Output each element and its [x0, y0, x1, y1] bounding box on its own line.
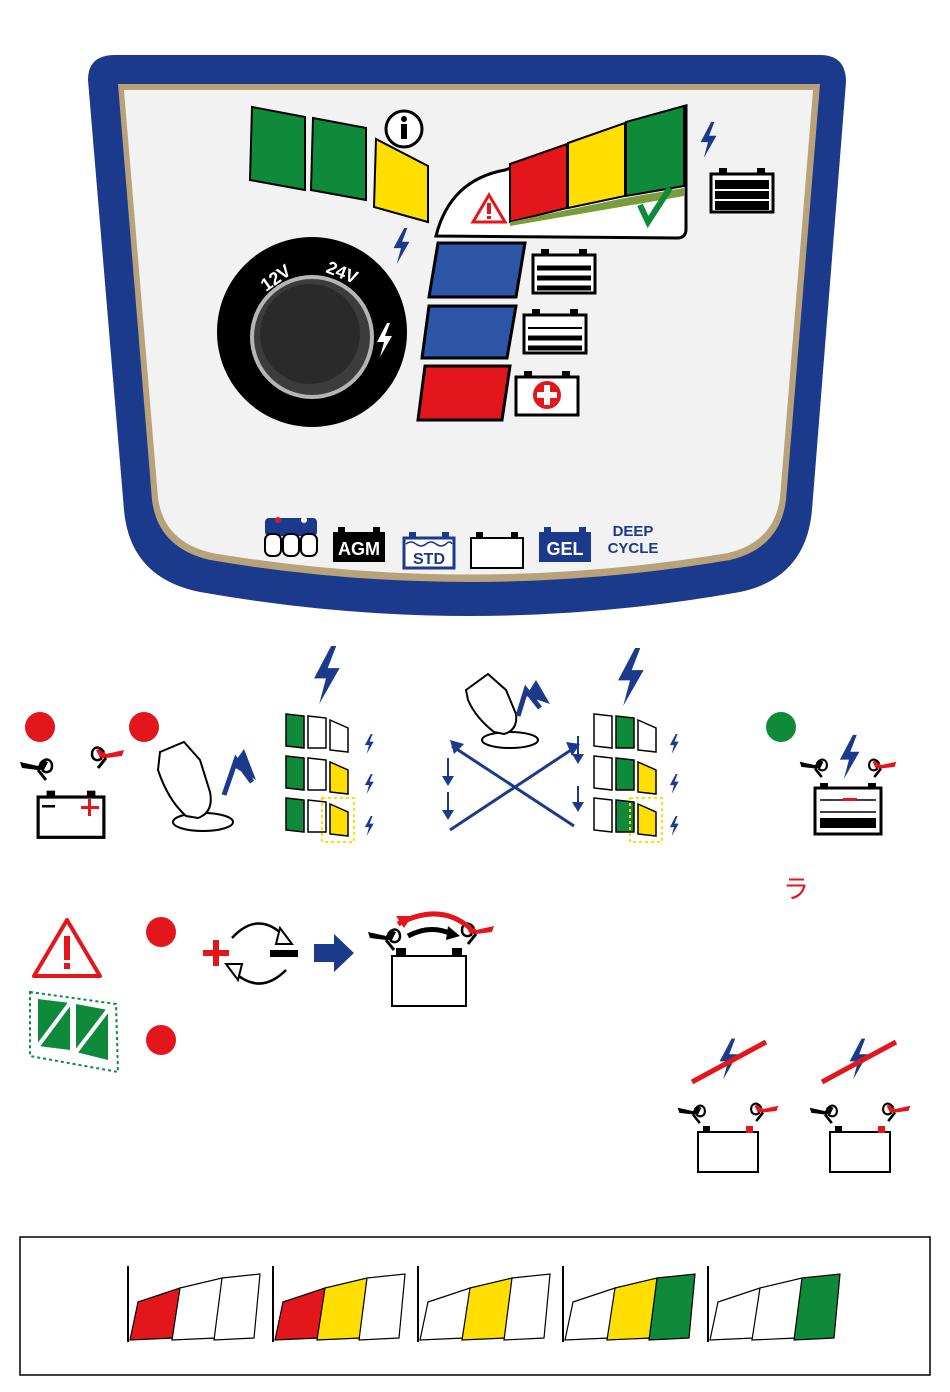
warning-reverse-polarity: [30, 914, 494, 1072]
clamp-black-icon: [20, 760, 52, 780]
step-connect: [20, 646, 374, 842]
battery-normal-icon: [533, 249, 595, 293]
agm-battery-icon: AGM: [333, 527, 385, 562]
legend-segment-white: [214, 1274, 260, 1340]
warning-triangle-icon: [34, 920, 100, 976]
cycle-arrows: [442, 736, 584, 830]
voltage-led-1: [250, 107, 305, 190]
clamp-red-icon: [869, 760, 896, 777]
legend-segment-white: [504, 1274, 550, 1340]
stray-glyph: ラ: [783, 875, 809, 905]
legend-segment-green: [649, 1274, 695, 1340]
mode-indicators: [418, 243, 595, 420]
control-panel: 12V 24V: [88, 55, 846, 616]
indicator-sequence-1: [286, 714, 374, 842]
voltage-led-2: [311, 118, 366, 200]
battery-low-icon: [524, 309, 586, 353]
step-dot: [146, 1025, 176, 1055]
mode-led-3[interactable]: [418, 366, 510, 420]
step-dot-green: [766, 712, 796, 742]
gel-label: GEL: [546, 539, 583, 559]
generic-battery-icon: [471, 532, 523, 568]
deep-cycle-label-line2: CYCLE: [608, 540, 659, 557]
clamp-red-icon: [92, 748, 124, 768]
bolt-icon: [840, 735, 860, 779]
press-button-hand-icon: [466, 674, 550, 748]
step-dot: [129, 712, 159, 742]
legend-segment-green: [794, 1274, 840, 1340]
gel-battery-icon: GEL: [539, 527, 591, 562]
no-charge-battery-1: [678, 1039, 779, 1172]
step-charging: [766, 712, 896, 834]
mode-led-1[interactable]: [429, 243, 525, 297]
step-dot: [25, 712, 55, 742]
swap-polarity-icon: [203, 923, 298, 983]
disconnect-clamps: [678, 1039, 911, 1172]
indicator-sequence-2: [594, 714, 679, 842]
bolt-icon: [618, 648, 644, 706]
deep-cycle-label-line1: DEEP: [613, 523, 654, 540]
bolt-icon: [314, 646, 340, 704]
spiral-battery-icon: [265, 517, 317, 556]
mode-led-2[interactable]: [422, 306, 516, 358]
battery-recovery-icon: [516, 371, 578, 415]
step-select-mode: [442, 648, 679, 842]
charge-level-legend: [20, 1237, 930, 1375]
std-battery-icon: STD: [404, 532, 454, 568]
arrow-right-icon: [314, 934, 354, 972]
blinking-indicator-icon: [30, 992, 118, 1072]
clamp-black-icon: [800, 760, 827, 777]
agm-label: AGM: [338, 539, 380, 559]
battery-icon: [38, 791, 104, 838]
gauge-segment-green: [626, 106, 684, 196]
step-dot: [146, 917, 176, 947]
no-charge-battery-2: [810, 1039, 911, 1172]
info-icon: [386, 111, 422, 147]
press-button-hand-icon: [158, 742, 256, 831]
voltage-selector-knob[interactable]: 12V 24V: [217, 237, 407, 427]
battery-charging-icon: [815, 783, 881, 834]
battery-full-icon: [711, 168, 773, 212]
std-label: STD: [413, 551, 445, 568]
battery-clamps-swap-icon: [368, 914, 494, 1006]
legend-segment-white: [359, 1274, 405, 1340]
